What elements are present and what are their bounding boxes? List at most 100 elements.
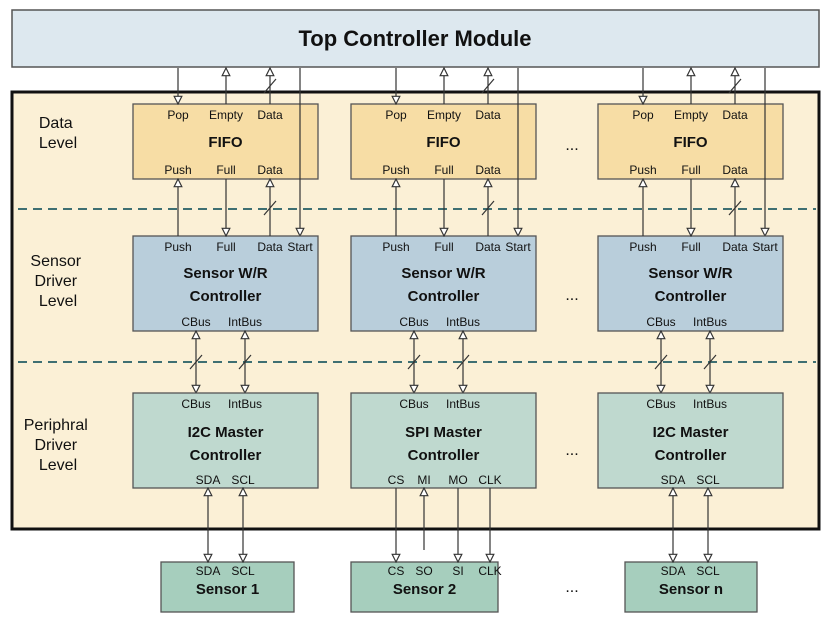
driver-bottom-port: CBus (181, 315, 210, 329)
bus-slash (703, 354, 717, 370)
peripheral-box (132, 392, 319, 489)
driver-title-line: Controller (655, 288, 727, 305)
ellipsis-marker: ... (565, 442, 578, 459)
driver-bottom-port: IntBus (446, 315, 480, 329)
driver-bottom-port: CBus (399, 315, 428, 329)
fifo-top-port: Pop (632, 108, 654, 122)
sensor-port: CS (388, 564, 405, 578)
peripheral-title-line: SPI Master (405, 424, 482, 441)
driver-title-line: Controller (190, 288, 262, 305)
fifo-bottom-port: Push (164, 163, 191, 177)
driver-top-port: Push (629, 240, 656, 254)
fifo-top-port: Data (722, 108, 748, 122)
sensor-port: SCL (696, 564, 720, 578)
peripheral-bottom-port: CLK (478, 473, 501, 487)
peripheral-box (350, 392, 537, 489)
level-label-line: Level (39, 135, 77, 152)
bus-slash (456, 354, 470, 370)
driver-top-port: Data (475, 240, 501, 254)
fifo-top-port: Empty (209, 108, 243, 122)
level-label-line: Driver (34, 273, 77, 290)
driver-top-port: Full (434, 240, 453, 254)
peripheral-top-port: IntBus (693, 397, 727, 411)
driver-title-line: Controller (408, 288, 480, 305)
level-label-line: Periphral (24, 417, 88, 434)
fifo-bottom-port: Push (382, 163, 409, 177)
fifo-bottom-port: Push (629, 163, 656, 177)
driver-bottom-port: CBus (646, 315, 675, 329)
driver-title: Sensor W/R Controller (183, 265, 267, 305)
ellipsis-marker: ... (565, 287, 578, 304)
ellipsis-marker: ... (565, 579, 578, 596)
sensor-driver-box (132, 235, 319, 332)
driver-top-port: Push (164, 240, 191, 254)
bus-slash (263, 78, 277, 94)
fifo-box (350, 103, 537, 180)
sensor-name: Sensor n (659, 581, 723, 598)
peripheral-bottom-port: MI (417, 473, 430, 487)
peripheral-title-line: I2C Master (188, 424, 264, 441)
level-label-line: Level (39, 293, 77, 310)
driver-top-port: Data (257, 240, 283, 254)
level-labels: Data Level Sensor Driver Level Periphral… (24, 115, 88, 474)
bus-slash (728, 200, 742, 216)
peripheral-box (597, 392, 784, 489)
sensor-box (624, 561, 758, 613)
fifo-top-port: Pop (385, 108, 407, 122)
driver-top-port: Full (216, 240, 235, 254)
driver-bottom-port: IntBus (228, 315, 262, 329)
peripheral-bottom-port: MO (448, 473, 467, 487)
driver-top-port: Start (505, 240, 531, 254)
fifo-title: FIFO (208, 134, 242, 151)
driver-top-port: Push (382, 240, 409, 254)
level-label-line: Level (39, 457, 77, 474)
sensor-name: Sensor 1 (196, 581, 259, 598)
sensor-port: SO (415, 564, 432, 578)
fifo-top-port: Empty (674, 108, 708, 122)
peripheral-bottom-port: SDA (661, 473, 686, 487)
driver-bottom-port: IntBus (693, 315, 727, 329)
ellipsis-marker: ... (565, 137, 578, 154)
sensor-port: SDA (661, 564, 686, 578)
fifo-bottom-port: Full (216, 163, 235, 177)
fifo-title: FIFO (673, 134, 707, 151)
peripheral-top-port: IntBus (228, 397, 262, 411)
bus-slash (189, 354, 203, 370)
sensor-box (160, 561, 295, 613)
top-controller-title: Top Controller Module (298, 26, 531, 51)
level-label-line: Driver (34, 437, 77, 454)
fifo-top-port: Empty (427, 108, 461, 122)
fifo-box (132, 103, 319, 180)
bus-slash (481, 200, 495, 216)
bus-slash (407, 354, 421, 370)
peripheral-top-port: CBus (181, 397, 210, 411)
fifo-box (597, 103, 784, 180)
bus-slash (654, 354, 668, 370)
level-label-line: Sensor (30, 253, 81, 270)
driver-title-line: Sensor W/R (183, 265, 267, 282)
level-label-data: Data Level (39, 115, 77, 152)
level-label-sensor-driver: Sensor Driver Level (30, 253, 85, 310)
peripheral-bottom-port: SDA (196, 473, 221, 487)
fifo-top-port: Data (257, 108, 283, 122)
sensor-port: SI (452, 564, 463, 578)
fifo-top-port: Data (475, 108, 501, 122)
peripheral-title-line: I2C Master (653, 424, 729, 441)
driver-top-port: Full (681, 240, 700, 254)
peripheral-bottom-port: SCL (696, 473, 720, 487)
bus-slash (263, 200, 277, 216)
peripheral-title-line: Controller (408, 447, 480, 464)
fifo-title: FIFO (426, 134, 460, 151)
fifo-bottom-port: Data (257, 163, 283, 177)
peripheral-top-port: CBus (646, 397, 675, 411)
peripheral-bottom-port: CS (388, 473, 405, 487)
